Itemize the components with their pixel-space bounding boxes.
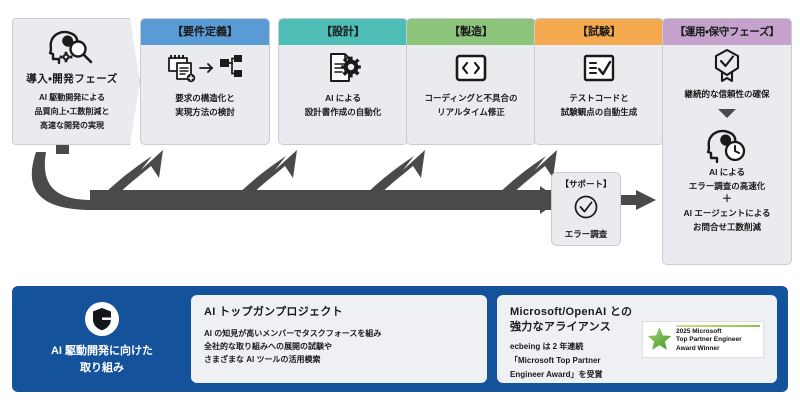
initiatives-banner: AI 駆動開発に向けた 取り組み AI トップガンプロジェクト AI の知見が高… (12, 286, 788, 392)
panel-topgun-project: AI トップガンプロジェクト AI の知見が高いメンバーでタスクフォースを組み … (191, 295, 487, 383)
operations-body-1: AI による エラー調査の高速化 (688, 167, 766, 191)
triangle-down-icon (717, 106, 737, 124)
award-badge: 2025 Microsoft Top Partner Engineer Awar… (642, 320, 764, 358)
phase-text-requirements: 要求の構造化と 実現方法の検討 (175, 93, 235, 117)
phase-header-manufacturing: 【製造】 (407, 19, 535, 45)
award-line-3: Award Winner (676, 344, 720, 352)
operations-body-2: AI エージェントによる お問合せ工数削減 (683, 208, 771, 232)
panel-topgun-body: AI の知見が高いメンバーでタスクフォースを組み 全社的な取り組みへの展開の試験… (204, 329, 382, 364)
phase-intro-subtitle: AI 駆動開発による 品質向上・工数削減と 高速な開発の実現 (34, 93, 110, 130)
checklist-icon (582, 45, 616, 91)
phase-text-testing: テストコードと 試験観点の自動生成 (560, 93, 638, 117)
award-line-2: Top Partner Engineer (676, 336, 742, 344)
panel-alliance-text: Microsoft/OpenAI との 強力なアライアンス ecbeing は … (510, 305, 634, 379)
code-brackets-icon (454, 45, 488, 91)
phase-intro-card: 導入・開発フェーズ AI 駆動開発による 品質向上・工数削減と 高速な開発の実現 (12, 18, 140, 145)
operations-top-caption: 継続的な信頼性の確保 (684, 89, 770, 99)
phase-intro-title: 導入・開発フェーズ (26, 73, 118, 85)
phase-card-operations: 【運用・保守フェーズ】 継続的な信頼性の確保 (662, 18, 792, 265)
operations-plus: ＋ (722, 194, 732, 205)
check-circle-icon (573, 194, 599, 225)
phase-card-manufacturing: 【製造】 コーディングと不具合の リアルタイム修正 (406, 18, 536, 145)
phase-header-testing: 【試験】 (535, 19, 663, 45)
support-title: 【サポート】 (560, 179, 612, 189)
phase-text-design: AI による 設計書作成の自動化 (304, 93, 382, 117)
head-magnifier-gear-icon (45, 25, 99, 69)
phase-card-testing: 【試験】 テストコードと 試験観点の自動生成 (534, 18, 664, 145)
award-text: 2025 Microsoft Top Partner Engineer Awar… (676, 324, 760, 354)
banner-heading-block: AI 駆動開発に向けた 取り組み (23, 301, 181, 377)
panel-alliance-body: ecbeing は 2 年連続 「Microsoft Top Partner E… (510, 342, 603, 379)
panel-alliance-title: Microsoft/OpenAI との 強力なアライアンス (510, 306, 633, 333)
phase-header-operations: 【運用・保守フェーズ】 (663, 19, 791, 45)
shield-icon (85, 301, 119, 336)
document-gear-icon (321, 45, 365, 91)
phase-card-design: 【設計】 (278, 18, 408, 145)
panel-alliance: Microsoft/OpenAI との 強力なアライアンス ecbeing は … (497, 295, 777, 383)
pentagon-connector-tab (56, 145, 69, 154)
support-box: 【サポート】 エラー調査 (551, 172, 621, 246)
panel-topgun-title: AI トップガンプロジェクト (204, 306, 343, 318)
award-divider-bar (676, 324, 760, 327)
phase-card-requirements: 【要件定義】 (140, 18, 270, 145)
support-label: エラー調査 (564, 229, 608, 239)
document-add-to-structure-icon (165, 45, 245, 91)
phase-header-design: 【設計】 (279, 19, 407, 45)
award-line-1: 2025 Microsoft (676, 327, 722, 335)
phase-text-manufacturing: コーディングと不具合の リアルタイム修正 (424, 93, 518, 117)
banner-title: AI 駆動開発に向けた 取り組み (50, 344, 154, 374)
head-clock-icon (704, 126, 750, 166)
verified-badge-icon (709, 45, 745, 87)
green-star-icon (647, 327, 672, 350)
phase-header-requirements: 【要件定義】 (141, 19, 269, 45)
